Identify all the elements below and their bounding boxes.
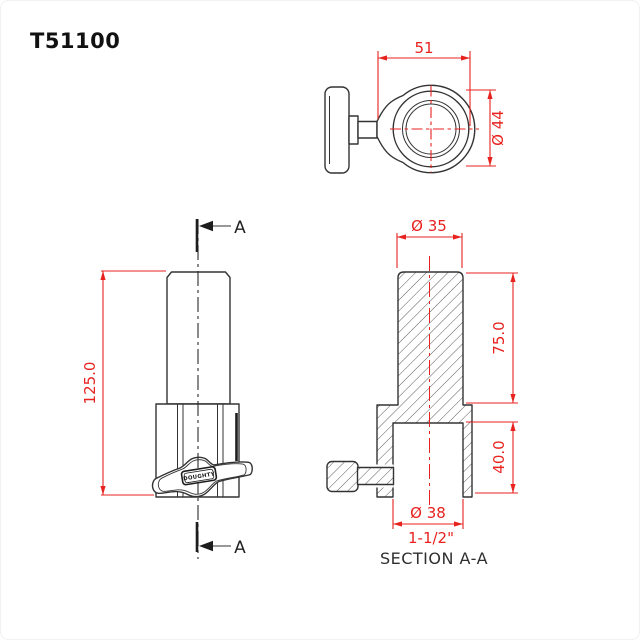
section-arrow-bottom	[199, 540, 213, 552]
dimension-width-51: 51	[377, 39, 471, 126]
dim-text-38: Ø 38	[410, 504, 446, 522]
dim-text-125: 125.0	[81, 362, 99, 405]
section-arrow-top	[199, 220, 213, 232]
dimension-length-75: 75.0	[466, 272, 518, 404]
section-marker-top: A	[195, 218, 246, 252]
dimension-height-125: 125.0	[81, 270, 166, 496]
screw-head-cut	[326, 460, 359, 493]
dim-text-inches: 1-1/2"	[408, 529, 454, 547]
brand-plate: DOUGHTY	[180, 466, 218, 486]
top-view: 51 Ø 44	[324, 39, 507, 174]
dim-text-40: 40.0	[490, 440, 508, 473]
section-marker-bottom: A	[195, 522, 246, 558]
dim-text-51: 51	[414, 39, 433, 57]
brand-label: DOUGHTY	[183, 472, 216, 483]
dimension-depth-40: 40.0	[466, 421, 518, 494]
screw-shaft-top	[357, 120, 378, 139]
dimension-diameter-44: Ø 44	[466, 89, 507, 167]
knob-neck	[348, 115, 359, 145]
wing-knob-side-profile	[324, 86, 350, 174]
section-view-label: SECTION A-A	[380, 549, 488, 568]
dimension-diameter-35: Ø 35	[396, 217, 463, 268]
block-inner-edges	[177, 404, 224, 497]
front-view: DOUGHTY A A 125.0	[81, 218, 253, 559]
section-view: Ø 35 75.0 40.0 Ø 38 1-1/2" SECTION A-A	[326, 217, 518, 568]
dimension-diameter-38: Ø 38 1-1/2"	[392, 499, 464, 547]
section-body-cut	[376, 271, 473, 498]
drawing-title: T51100	[30, 29, 120, 53]
dim-text-44: Ø 44	[489, 110, 507, 146]
section-letter-bottom: A	[234, 538, 246, 558]
screw-shaft-cut	[356, 466, 395, 486]
section-letter-top: A	[234, 218, 246, 238]
dim-text-35: Ø 35	[411, 217, 447, 235]
dim-text-75: 75.0	[490, 321, 508, 354]
